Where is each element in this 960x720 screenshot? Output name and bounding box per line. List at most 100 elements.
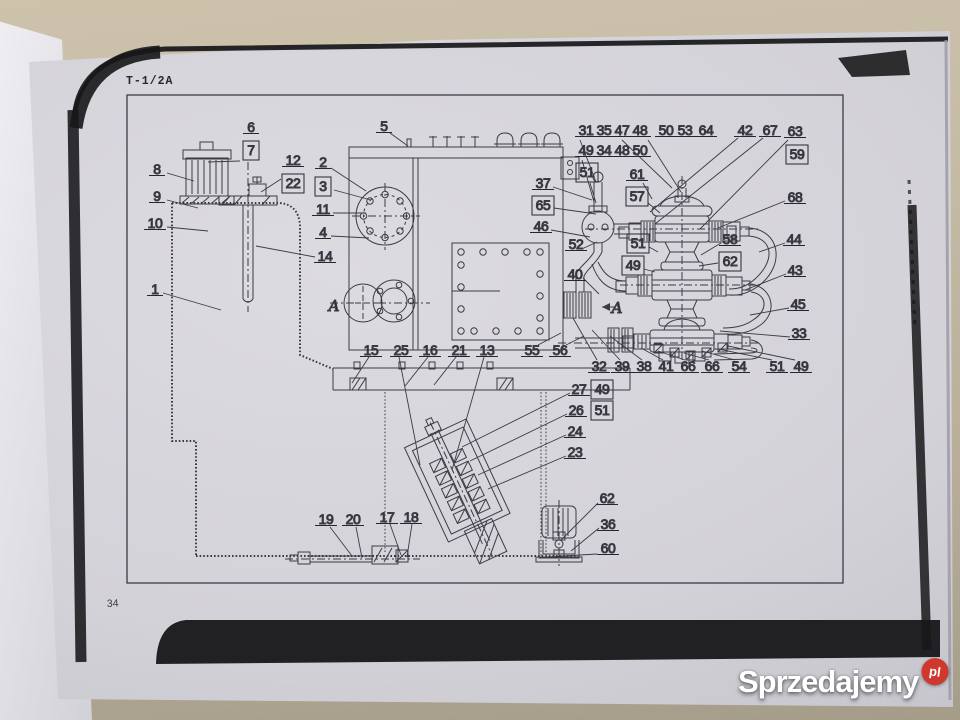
svg-text:62: 62: [600, 490, 615, 506]
svg-text:33: 33: [792, 325, 807, 341]
part-label-4: 4: [315, 224, 331, 241]
leader-51: [589, 182, 597, 204]
svg-text:7: 7: [247, 142, 255, 158]
svg-text:63: 63: [788, 123, 803, 139]
leader-10: [166, 226, 209, 232]
leader-62: [560, 502, 599, 541]
leader-31: [579, 139, 597, 183]
part-label-27: 27: [568, 381, 590, 398]
part-label-61: 61: [626, 166, 648, 183]
svg-text:43: 43: [788, 262, 803, 278]
svg-text:18: 18: [404, 509, 419, 525]
svg-text:12: 12: [286, 152, 301, 168]
part-label-10: 10: [144, 215, 166, 232]
photocopy-borders: [67, 36, 952, 701]
svg-text:35: 35: [597, 122, 612, 138]
svg-text:51: 51: [595, 402, 610, 418]
svg-text:9: 9: [153, 188, 161, 204]
part-label-58: 58: [719, 231, 741, 248]
svg-text:41: 41: [659, 358, 674, 374]
part-label-35: 35: [593, 122, 615, 139]
part-label-51: 51: [575, 162, 599, 183]
valve-cluster: [558, 171, 777, 364]
part-label-44: 44: [783, 231, 805, 248]
part-label-52: 52: [565, 236, 587, 253]
svg-text:51: 51: [580, 164, 595, 180]
leader-43: [744, 273, 787, 291]
bottom-fitting: [285, 545, 420, 565]
drawing-code: T-1/2A: [126, 75, 173, 88]
svg-text:15: 15: [364, 342, 379, 358]
part-label-63: 63: [784, 123, 806, 140]
leader-lines: [162, 132, 796, 559]
svg-text:51: 51: [631, 235, 646, 251]
leader-24: [477, 434, 567, 476]
svg-text:21: 21: [452, 342, 467, 358]
svg-text:53: 53: [678, 122, 693, 138]
svg-text:3: 3: [319, 178, 327, 194]
leader-56: [565, 335, 585, 346]
leader-47: [621, 139, 673, 189]
svg-text:45: 45: [791, 296, 806, 312]
pulley-bracket: [535, 500, 583, 566]
part-label-24: 24: [564, 423, 586, 440]
part-label-12: 12: [282, 152, 304, 169]
leader-45: [749, 307, 790, 316]
svg-text:40: 40: [568, 266, 583, 282]
diagram-border: [126, 94, 844, 584]
svg-text:42: 42: [738, 122, 753, 138]
part-label-15: 15: [360, 342, 382, 359]
part-label-66: 66: [677, 358, 699, 375]
svg-text:47: 47: [615, 122, 630, 138]
part-label-9: 9: [149, 188, 165, 205]
leader-16: [404, 356, 429, 387]
leader-8: [166, 172, 195, 182]
part-label-46: 46: [530, 218, 552, 235]
part-label-54: 54: [728, 358, 750, 375]
svg-text:62: 62: [723, 253, 738, 269]
part-label-49: 49: [590, 379, 614, 400]
part-label-1: 1: [147, 281, 163, 298]
watermark: Sprzedajemy pl: [738, 655, 958, 708]
svg-text:1: 1: [151, 281, 159, 297]
leader-63: [699, 139, 789, 230]
svg-text:68: 68: [788, 189, 803, 205]
part-label-56: 56: [549, 342, 571, 359]
svg-text:50: 50: [633, 142, 648, 158]
part-label-26: 26: [565, 402, 587, 419]
leader-49: [727, 345, 796, 361]
part-label-41: 41: [655, 358, 677, 375]
leader-36: [570, 527, 600, 552]
svg-text:49: 49: [579, 142, 594, 158]
part-label-68: 68: [784, 189, 806, 206]
svg-text:25: 25: [394, 342, 409, 358]
part-label-11: 11: [312, 201, 334, 218]
part-label-5: 5: [376, 118, 392, 135]
leader-1: [162, 292, 222, 311]
leader-20: [355, 526, 363, 559]
part-label-37: 37: [532, 175, 554, 192]
part-label-67: 67: [759, 122, 781, 139]
leader-39: [591, 329, 621, 361]
leader-60: [546, 553, 598, 558]
svg-text:37: 37: [536, 175, 551, 191]
leader-66: [657, 350, 686, 361]
inclined-pump: [403, 416, 511, 565]
svg-text:6: 6: [247, 119, 255, 135]
leader-4: [330, 235, 370, 239]
svg-text:17: 17: [380, 509, 395, 525]
leader-57: [647, 202, 661, 214]
leader-54: [701, 350, 736, 361]
part-label-47: 47: [611, 122, 633, 139]
leader-51: [717, 348, 773, 361]
filler-assembly: [179, 141, 235, 205]
part-label-40: 40: [564, 266, 586, 283]
leader-13: [451, 356, 485, 471]
leader-66: [683, 352, 710, 361]
svg-text:10: 10: [148, 215, 163, 231]
leader-33: [719, 330, 791, 338]
leader-32: [572, 317, 598, 361]
svg-text:4: 4: [319, 224, 327, 240]
part-label-19: 19: [315, 511, 337, 528]
